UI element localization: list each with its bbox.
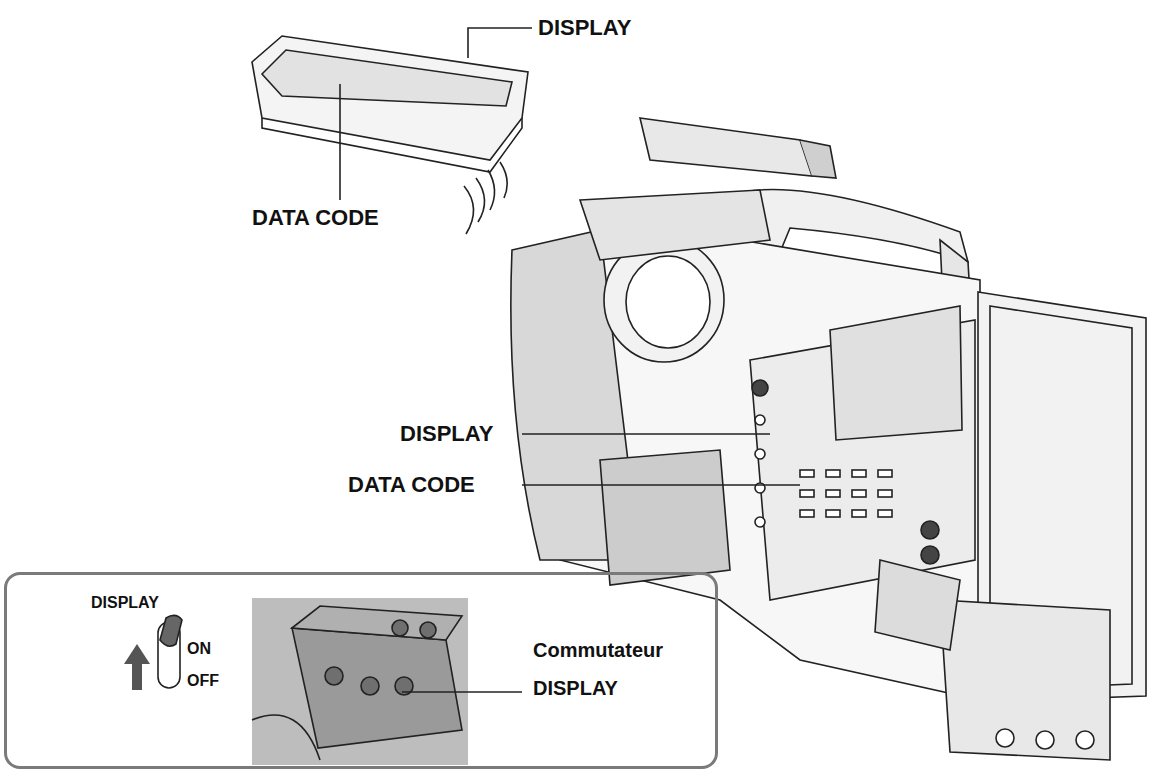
inset-cable <box>252 715 320 760</box>
ir-wave <box>500 162 507 198</box>
ir-wave <box>488 170 495 210</box>
battery-base <box>940 600 1110 760</box>
connector-jack <box>1076 731 1094 749</box>
remote-body <box>252 36 528 160</box>
switch-position: ON <box>187 639 211 659</box>
inset-knob <box>420 622 436 638</box>
switch-label: DISPLAY <box>91 593 159 613</box>
cassette-door <box>830 306 962 440</box>
inset-knob <box>361 677 379 695</box>
viewfinder-tube <box>580 190 770 260</box>
panel-button <box>852 490 866 497</box>
eyepiece <box>626 256 710 348</box>
remote-keypad <box>262 50 512 106</box>
panel-button <box>852 470 866 477</box>
inset-frame: DISPLAY ON OFF Commutateur DISPLAY <box>4 572 718 769</box>
switch-position: OFF <box>187 671 219 691</box>
switch-knob <box>160 615 182 646</box>
panel-button <box>800 470 814 477</box>
panel-button <box>878 470 892 477</box>
inset-knob <box>392 620 408 636</box>
panel-button <box>878 510 892 517</box>
panel-button <box>755 415 765 425</box>
dial <box>921 546 939 564</box>
leader-line <box>522 484 800 486</box>
inset-device-top <box>292 606 462 640</box>
connector-jack <box>1036 731 1054 749</box>
lens-ring <box>600 450 730 585</box>
panel-button <box>852 510 866 517</box>
inset-device <box>292 628 462 748</box>
dial <box>921 521 939 539</box>
part-label: DISPLAY <box>538 15 631 41</box>
panel-button <box>826 510 840 517</box>
part-label: DISPLAY <box>400 421 493 447</box>
dial <box>752 380 768 396</box>
grip-strap <box>875 560 960 650</box>
panel-button <box>755 449 765 459</box>
inset-photo <box>252 598 468 765</box>
inset-knob <box>325 667 343 685</box>
panel-button <box>800 510 814 517</box>
microphone <box>640 118 812 176</box>
panel-button <box>800 490 814 497</box>
connector-jack <box>996 729 1014 747</box>
ir-wave <box>476 178 485 222</box>
part-label: DATA CODE <box>252 205 379 231</box>
microphone-tip <box>800 140 836 178</box>
ir-wave <box>464 186 474 234</box>
part-label: DATA CODE <box>348 472 475 498</box>
leader-line <box>402 691 522 693</box>
up-arrow <box>124 644 150 690</box>
panel-button <box>878 490 892 497</box>
leader-line <box>339 84 341 200</box>
part-label: Commutateur DISPLAY <box>533 631 667 707</box>
remote-edge <box>262 118 522 172</box>
leader-line <box>468 28 532 58</box>
panel-button <box>755 517 765 527</box>
panel-button <box>826 490 840 497</box>
leader-line <box>522 433 770 435</box>
panel-button <box>826 470 840 477</box>
